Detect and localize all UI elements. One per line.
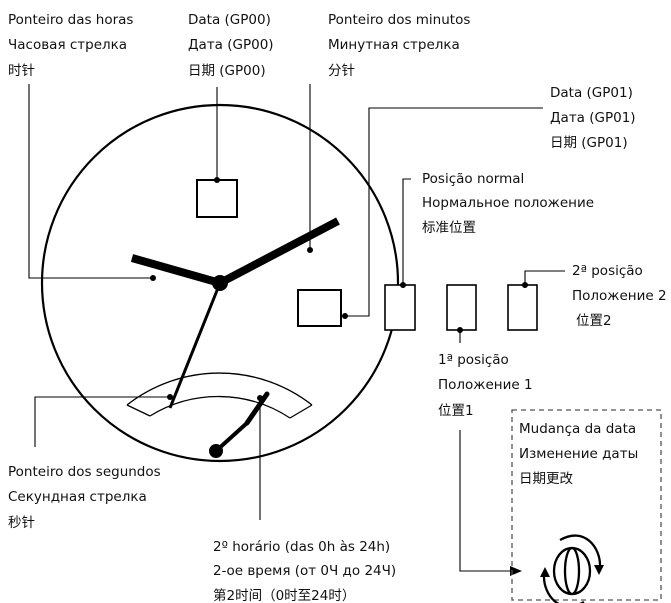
sub-dial-inner-arc xyxy=(149,395,291,419)
label-24h-time-zh: 第2时间（0时至24时） xyxy=(213,587,355,603)
label-hour-hand-pt: Ponteiro das horas xyxy=(8,12,133,28)
label-hour-hand-zh: 时针 xyxy=(8,63,35,79)
label-24h-time: 2º horário (das 0h às 24h) 2-ое время (о… xyxy=(213,539,396,603)
sub-dial-outer-arc xyxy=(126,372,313,406)
leader-lines xyxy=(28,84,565,572)
label-hour-hand-ru: Часовая стрелка xyxy=(8,37,127,53)
label-date-change-pt: Mudança da data xyxy=(519,421,636,437)
label-minute-hand-ru: Минутная стрелка xyxy=(328,37,460,53)
crown-normal-position xyxy=(384,284,416,331)
label-date-gp00-pt: Data (GP00) xyxy=(188,12,271,28)
label-date-gp00-ru: Дата (GP00) xyxy=(188,37,274,53)
label-date-change: Mudança da data Изменение даты 日期更改 xyxy=(519,421,638,487)
label-minute-hand-zh: 分针 xyxy=(328,63,355,79)
label-date-gp00-zh: 日期 (GP00) xyxy=(188,63,266,79)
date-window-gp00 xyxy=(196,179,238,218)
label-24h-time-pt: 2º horário (das 0h às 24h) xyxy=(213,539,390,555)
label-normal-position: Posição normal Нормальное положение 标准位置 xyxy=(422,171,594,236)
label-position-2: 2ª posição Положение 2 位置2 xyxy=(572,263,667,329)
24h-hand xyxy=(244,391,270,426)
arrow-head xyxy=(510,566,522,576)
label-second-hand-zh: 秒针 xyxy=(8,515,35,531)
leader-dots xyxy=(150,177,528,401)
label-position-2-ru: Положение 2 xyxy=(572,288,667,304)
label-hour-hand: Ponteiro das horas Часовая стрелка 时针 xyxy=(8,12,133,79)
watch-dial xyxy=(40,103,400,463)
label-minute-hand-pt: Ponteiro dos minutos xyxy=(328,12,470,28)
label-second-hand-pt: Ponteiro dos segundos xyxy=(8,464,161,480)
label-position-2-zh: 位置2 xyxy=(576,313,612,329)
minute-hand xyxy=(218,217,340,287)
crown-position-1 xyxy=(446,284,477,331)
date-change-box xyxy=(511,409,662,601)
label-second-hand: Ponteiro dos segundos Секундная стрелка … xyxy=(8,464,161,531)
label-date-change-ru: Изменение даты xyxy=(519,446,638,462)
label-position-1-zh: 位置1 xyxy=(438,403,474,419)
label-normal-position-ru: Нормальное положение xyxy=(422,195,594,211)
rotate-icon xyxy=(542,534,602,603)
label-date-change-zh: 日期更改 xyxy=(519,471,573,487)
crown-position-2 xyxy=(507,284,538,331)
label-24h-time-ru: 2-ое время (от 0Ч до 24Ч) xyxy=(213,563,396,579)
label-second-hand-ru: Секундная стрелка xyxy=(8,489,147,505)
label-position-1-pt: 1ª posição xyxy=(438,352,509,368)
label-position-1: 1ª posição Положение 1 位置1 xyxy=(438,352,533,419)
label-minute-hand: Ponteiro dos minutos Минутная стрелка 分针 xyxy=(328,12,470,79)
label-normal-position-zh: 标准位置 xyxy=(422,220,476,236)
date-window-gp01 xyxy=(297,289,342,327)
label-date-gp01-ru: Дата (GP01) xyxy=(550,110,636,126)
label-normal-position-pt: Posição normal xyxy=(422,171,524,187)
label-position-1-ru: Положение 1 xyxy=(438,377,533,393)
label-date-gp01: Data (GP01) Дата (GP01) 日期 (GP01) xyxy=(550,85,636,151)
label-position-2-pt: 2ª posição xyxy=(572,263,643,279)
label-date-gp01-pt: Data (GP01) xyxy=(550,85,633,101)
center-pivot xyxy=(212,275,228,291)
24h-hand-pivot xyxy=(209,444,223,458)
label-date-gp01-zh: 日期 (GP01) xyxy=(550,135,628,151)
second-hand xyxy=(168,282,222,409)
hour-hand xyxy=(130,254,222,287)
label-date-gp00: Data (GP00) Дата (GP00) 日期 (GP00) xyxy=(188,12,274,79)
